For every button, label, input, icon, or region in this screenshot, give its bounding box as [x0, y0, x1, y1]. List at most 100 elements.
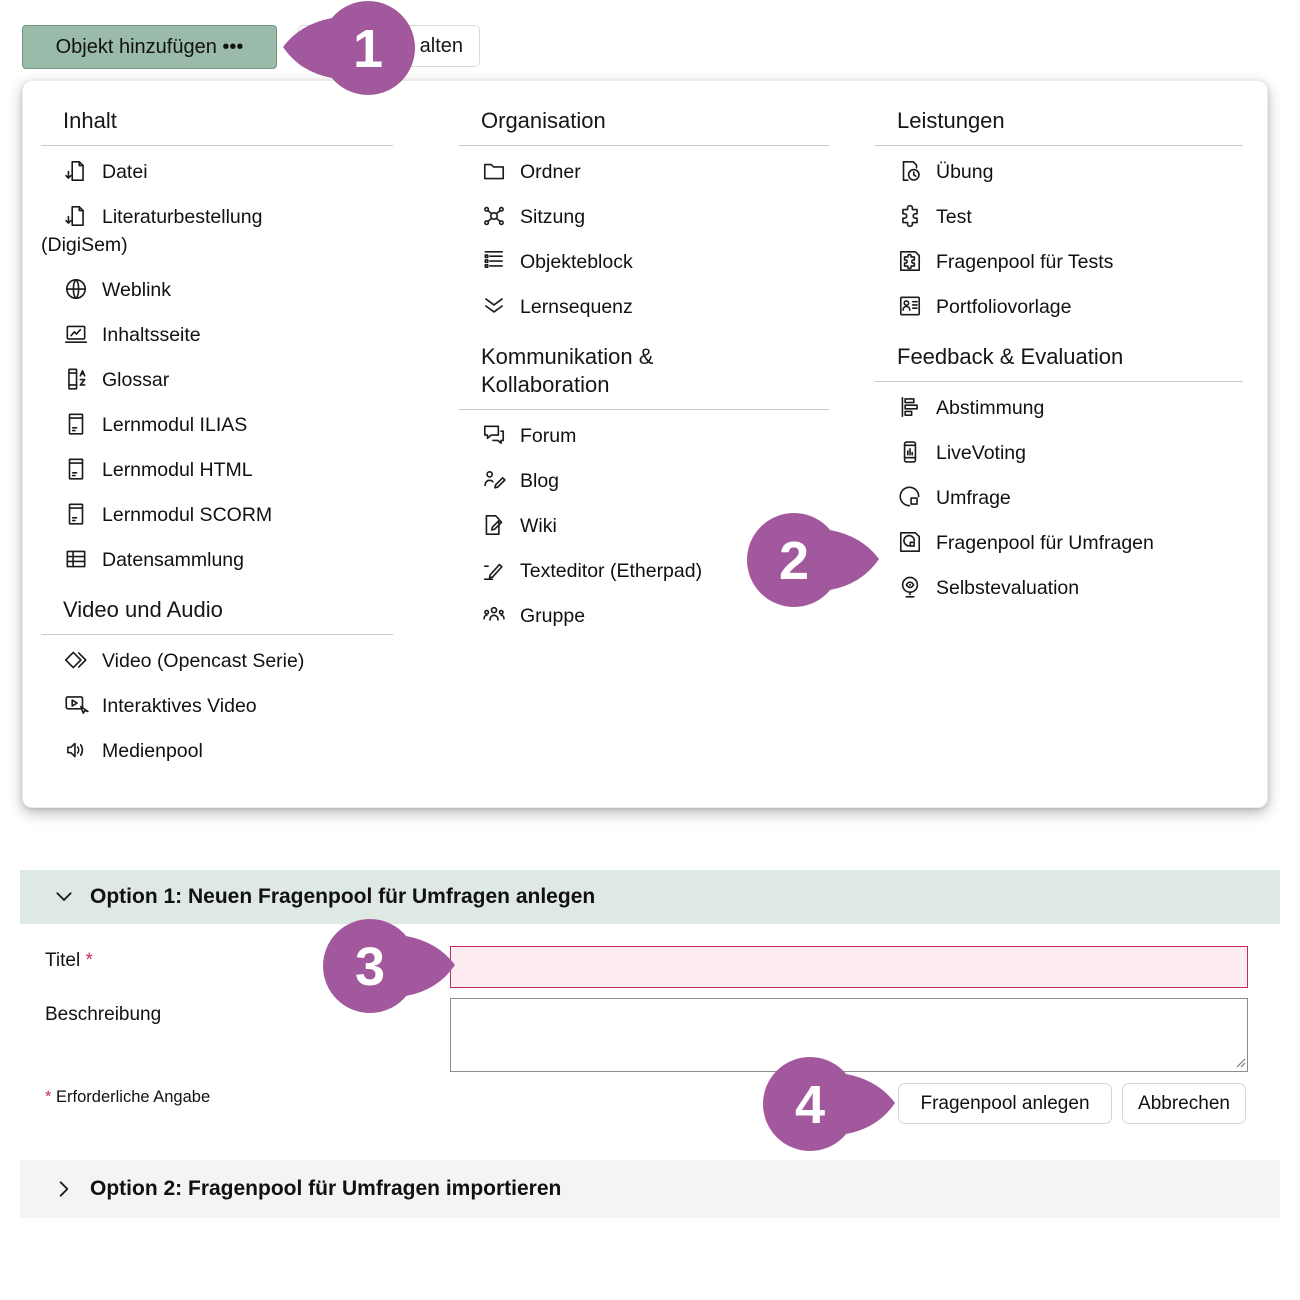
menu-item-uebung[interactable]: Übung	[875, 158, 1243, 186]
menu-item-label: Lernmodul ILIAS	[102, 414, 248, 436]
section-divider	[459, 145, 829, 146]
opencast-video-icon	[63, 647, 89, 673]
section-title-leistungen: Leistungen	[897, 108, 1005, 133]
menu-item-label: Lernmodul SCORM	[102, 504, 273, 526]
blog-icon	[481, 467, 507, 493]
menu-item-fragenpool-umfragen[interactable]: Fragenpool für Umfragen	[875, 529, 1243, 557]
callout-4-number: 4	[795, 1075, 825, 1135]
menu-item-medienpool[interactable]: Medienpool	[41, 737, 393, 765]
menu-item-lernsequenz[interactable]: Lernsequenz	[459, 293, 829, 321]
menu-item-datensammlung[interactable]: Datensammlung	[41, 546, 393, 574]
option1-title: Option 1: Neuen Fragenpool für Umfragen …	[90, 885, 596, 908]
menu-item-label: Fragenpool für Tests	[936, 251, 1114, 273]
section-title-kommunikation: Kommunikation & Kollaboration	[481, 344, 654, 397]
menu-item-texteditor-etherpad[interactable]: Texteditor (Etherpad)	[459, 557, 829, 585]
menu-item-abstimmung[interactable]: Abstimmung	[875, 394, 1243, 422]
menu-item-lernmodul-ilias[interactable]: Lernmodul ILIAS	[41, 411, 393, 439]
option2-title: Option 2: Fragenpool für Umfragen import…	[90, 1177, 562, 1200]
file-download-icon	[63, 203, 89, 229]
menu-item-ordner[interactable]: Ordner	[459, 158, 829, 186]
menu-item-label: Blog	[520, 470, 560, 492]
partially-hidden-button[interactable]: alten	[298, 25, 480, 67]
test-puzzle-icon	[897, 203, 923, 229]
menu-item-label: Abstimmung	[936, 397, 1045, 419]
section-divider	[41, 145, 393, 146]
option1-accordion-header[interactable]: Option 1: Neuen Fragenpool für Umfragen …	[20, 870, 1280, 924]
menu-item-label: Interaktives Video	[102, 695, 257, 717]
section-divider	[41, 634, 393, 635]
menu-item-label: Objekteblock	[520, 251, 633, 273]
menu-item-video-opencast[interactable]: Video (Opencast Serie)	[41, 647, 393, 675]
menu-item-label: Inhaltsseite	[102, 324, 201, 346]
menu-item-objekteblock[interactable]: Objekteblock	[459, 248, 829, 276]
section-title-inhalt: Inhalt	[63, 108, 117, 133]
option2-accordion-header[interactable]: Option 2: Fragenpool für Umfragen import…	[20, 1160, 1280, 1218]
textarea-resize-handle[interactable]	[1236, 1058, 1246, 1068]
session-icon	[481, 203, 507, 229]
menu-item-datei[interactable]: Datei	[41, 158, 393, 186]
menu-item-label: Datei	[102, 161, 148, 183]
menu-item-blog[interactable]: Blog	[459, 467, 829, 495]
chevron-right-icon	[54, 1179, 74, 1199]
create-questionpool-button[interactable]: Fragenpool anlegen	[898, 1083, 1112, 1124]
menu-item-label: Fragenpool für Umfragen	[936, 532, 1154, 554]
menu-item-lernmodul-scorm[interactable]: Lernmodul SCORM	[41, 501, 393, 529]
learning-module-icon	[63, 411, 89, 437]
item-block-icon	[481, 248, 507, 274]
menu-item-label: Sitzung	[520, 206, 586, 228]
learning-module-icon	[63, 456, 89, 482]
menu-item-portfoliovorlage[interactable]: Portfoliovorlage	[875, 293, 1243, 321]
description-field-label: Beschreibung	[45, 1004, 162, 1025]
menu-item-inhaltsseite[interactable]: Inhaltsseite	[41, 321, 393, 349]
menu-column-organisation: Organisation Ordner Sitzung Objekteblock…	[459, 97, 829, 647]
menu-item-interaktives-video[interactable]: Interaktives Video	[41, 692, 393, 720]
menu-item-label: Übung	[936, 161, 994, 183]
callout-3-number: 3	[355, 937, 385, 997]
menu-item-livevoting[interactable]: LiveVoting	[875, 439, 1243, 467]
etherpad-icon	[481, 557, 507, 583]
portfolio-template-icon	[897, 293, 923, 319]
menu-item-label: Lernmodul HTML	[102, 459, 253, 481]
section-divider	[875, 145, 1243, 146]
self-evaluation-icon	[897, 574, 923, 600]
survey-pie-icon	[897, 484, 923, 510]
menu-item-label: Selbstevaluation	[936, 577, 1080, 599]
menu-item-weblink[interactable]: Weblink	[41, 276, 393, 304]
file-download-icon	[63, 158, 89, 184]
menu-item-selbstevaluation[interactable]: Selbstevaluation	[875, 574, 1243, 602]
menu-item-label: Forum	[520, 425, 577, 447]
menu-item-label: Portfoliovorlage	[936, 296, 1072, 318]
menu-item-forum[interactable]: Forum	[459, 422, 829, 450]
menu-item-lernmodul-html[interactable]: Lernmodul HTML	[41, 456, 393, 484]
section-title-organisation: Organisation	[481, 108, 606, 133]
menu-item-label: Umfrage	[936, 487, 1011, 509]
cancel-button[interactable]: Abbrechen	[1122, 1083, 1246, 1124]
menu-item-fragenpool-tests[interactable]: Fragenpool für Tests	[875, 248, 1243, 276]
partially-hidden-button-label: alten	[419, 34, 463, 57]
menu-item-label: Weblink	[102, 279, 172, 301]
add-object-button[interactable]: Objekt hinzufügen •••	[22, 25, 277, 69]
menu-item-wiki[interactable]: Wiki	[459, 512, 829, 540]
menu-item-label: Medienpool	[102, 740, 203, 762]
title-input[interactable]	[450, 946, 1248, 988]
menu-item-label: Texteditor (Etherpad)	[520, 560, 703, 582]
menu-item-gruppe[interactable]: Gruppe	[459, 602, 829, 630]
menu-item-sitzung[interactable]: Sitzung	[459, 203, 829, 231]
table-icon	[63, 546, 89, 572]
menu-column-inhalt: Inhalt Datei Literaturbestellung (DigiSe…	[41, 97, 393, 782]
section-title-video-audio: Video und Audio	[63, 597, 223, 622]
menu-column-leistungen: Leistungen Übung Test Fragenpool für Tes…	[875, 97, 1243, 619]
title-field-label: Titel *	[45, 950, 93, 971]
menu-item-literaturbestellung[interactable]: Literaturbestellung (DigiSem)	[41, 203, 341, 259]
menu-item-label: LiveVoting	[936, 442, 1026, 464]
questionpool-test-icon	[897, 248, 923, 274]
menu-item-test[interactable]: Test	[875, 203, 1243, 231]
menu-item-glossar[interactable]: Glossar	[41, 366, 393, 394]
menu-item-umfrage[interactable]: Umfrage	[875, 484, 1243, 512]
content-page-icon	[63, 321, 89, 347]
required-asterisk: *	[45, 1088, 52, 1106]
glossary-icon	[63, 366, 89, 392]
description-textarea[interactable]	[450, 998, 1248, 1072]
menu-item-label: Ordner	[520, 161, 581, 183]
add-object-dropdown-panel: Inhalt Datei Literaturbestellung (DigiSe…	[22, 80, 1268, 808]
